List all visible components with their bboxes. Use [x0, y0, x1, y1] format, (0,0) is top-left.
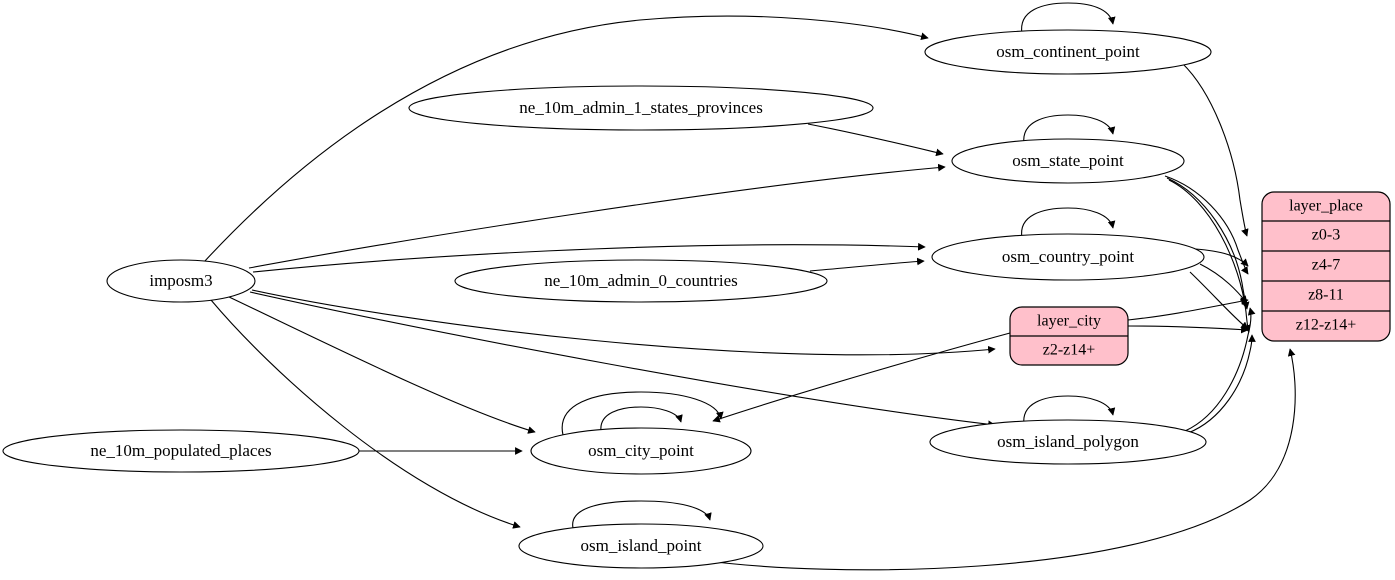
node-label: ne_10m_populated_places [90, 441, 271, 460]
selfloop-osm_city_point-outer [561, 391, 724, 436]
edge-ne_10m_admin_1_states_provinces-to-osm_state_point [807, 123, 944, 157]
node-ne_10m_admin_1_states_provinces[interactable]: ne_10m_admin_1_states_provinces [408, 85, 874, 131]
node-label: osm_city_point [588, 441, 694, 460]
layer-place-row-z0-3[interactable]: z0-3 [1312, 227, 1340, 244]
node-label: osm_state_point [1012, 151, 1124, 170]
selfloop-osm_island_polygon [1023, 395, 1116, 426]
selfloop-osm_island_point [572, 500, 712, 529]
edge-osm_country_point-to-layer_place-z4-7 [1194, 248, 1249, 267]
node-label: osm_country_point [1002, 247, 1134, 266]
node-osm_island_point[interactable]: osm_island_point [518, 523, 764, 569]
node-label: ne_10m_admin_1_states_provinces [519, 98, 763, 117]
edge-layer_city-to-osm_city_point [712, 332, 1011, 423]
selfloop-osm_country_point [1021, 207, 1116, 239]
layer-place-row-z12-z14[interactable]: z12-z14+ [1296, 317, 1357, 334]
edge-layer_city-connector-a [1127, 297, 1249, 321]
edge-ne_10m_admin_0_countries-to-osm_country_point [809, 257, 925, 272]
node-osm_state_point[interactable]: osm_state_point [951, 138, 1185, 184]
layer-city-header: layer_city [1037, 313, 1101, 330]
edge-imposm3-to-osm_city_point [226, 295, 536, 434]
node-osm_city_point[interactable]: osm_city_point [530, 427, 752, 475]
layer-place-header: layer_place [1289, 198, 1363, 215]
layer-box-layer_place[interactable]: layer_place z0-3 z4-7 z8-11 z12-z14+ [1261, 191, 1391, 342]
layer-place-row-z8-11[interactable]: z8-11 [1308, 287, 1344, 304]
edge-imposm3-to-osm_state_point [248, 163, 946, 269]
node-osm_island_polygon[interactable]: osm_island_polygon [929, 419, 1207, 465]
layer-box-layer_city[interactable]: layer_city z2-z14+ [1009, 306, 1129, 366]
node-imposm3[interactable]: imposm3 [106, 259, 256, 303]
node-label: osm_continent_point [996, 42, 1140, 61]
edge-imposm3-to-osm_island_polygon [249, 291, 996, 429]
edge-layer_city-connector-b [1127, 325, 1249, 334]
node-osm_country_point[interactable]: osm_country_point [931, 233, 1205, 281]
edge-osm_island_point-to-layer_place-z12-z14+ [699, 348, 1296, 571]
node-ne_10m_populated_places[interactable]: ne_10m_populated_places [2, 429, 360, 473]
edge-osm_continent_point-to-layer_place-z0-3 [1181, 62, 1249, 237]
node-label: osm_island_point [581, 536, 702, 555]
layer-city-row-z2-z14[interactable]: z2-z14+ [1043, 342, 1096, 359]
node-label: imposm3 [149, 271, 212, 290]
edge-imposm3-to-osm_country_point [252, 242, 926, 273]
edge-osm_island_polygon-to-layer_place-z12-z14+ [1187, 334, 1256, 434]
node-osm_continent_point[interactable]: osm_continent_point [924, 29, 1212, 75]
edge-imposm3-to-osm_island_point [210, 299, 521, 529]
edge-osm_country_point-to-layer_place-z12-z14+ [1189, 271, 1249, 330]
layer-place-row-z4-7[interactable]: z4-7 [1312, 257, 1340, 274]
edge-imposm3-to-osm_continent_point [203, 15, 929, 263]
selfloop-osm_continent_point [1021, 2, 1116, 35]
edge-imposm3-to-layer_city [251, 289, 996, 356]
selfloop-osm_state_point [1023, 114, 1116, 145]
edge-osm_state_point-to-layer_place-z4-7 [1164, 175, 1249, 275]
node-label: ne_10m_admin_0_countries [544, 271, 738, 290]
edge-osm_island_polygon-to-layer_place-z8-11 [1184, 307, 1256, 432]
node-label: osm_island_polygon [997, 432, 1139, 451]
node-layer: imposm3 ne_10m_populated_places ne_10m_a… [2, 29, 1391, 569]
node-ne_10m_admin_0_countries[interactable]: ne_10m_admin_0_countries [454, 259, 828, 303]
selfloop-osm_city_point-inner [600, 406, 683, 432]
edge-layer [203, 2, 1296, 571]
